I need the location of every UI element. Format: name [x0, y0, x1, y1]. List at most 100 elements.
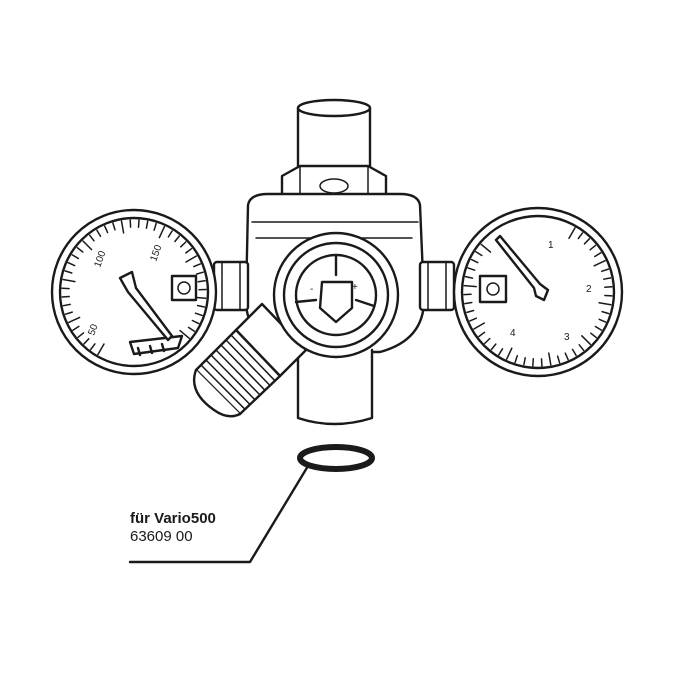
gauge-tick	[153, 222, 157, 231]
left-gauge-label-50: 50	[86, 322, 100, 337]
gauge-tick	[89, 343, 96, 351]
gauge-tick	[120, 220, 125, 234]
minus-symbol: -	[310, 284, 313, 295]
left-gauge-ticks	[61, 219, 207, 356]
gauge-tick	[64, 270, 73, 274]
gauge-tick	[185, 247, 193, 254]
knurl-line	[235, 329, 281, 377]
gauge-tick	[469, 317, 478, 322]
knurl-line	[215, 349, 261, 396]
right-gauge-label-3: 3	[564, 332, 570, 343]
adjustment-window: - +	[272, 231, 400, 359]
gauge-tick	[64, 311, 73, 315]
gauge-tick	[82, 240, 93, 251]
gauge-tick	[97, 343, 105, 356]
left-connector	[212, 260, 250, 312]
right-gauge-emblem-icon	[478, 274, 508, 304]
gauge-tick	[594, 325, 603, 331]
gauge-tick	[88, 234, 95, 242]
right-pressure-gauge: 1 2 3 4	[452, 206, 624, 378]
leader-line-icon	[128, 464, 310, 564]
gauge-tick	[96, 229, 102, 238]
gauge-tick	[62, 303, 71, 307]
gauge-tick	[480, 243, 492, 253]
gauge-tick	[601, 310, 610, 315]
gauge-tick	[167, 230, 173, 238]
gauge-tick	[137, 219, 140, 228]
gauge-tick	[196, 304, 206, 308]
right-gauge-label-2: 2	[586, 284, 592, 295]
gauge-tick	[568, 227, 576, 240]
gauge-tick	[564, 352, 569, 361]
gauge-tick	[578, 344, 585, 352]
gauge-tick	[158, 225, 166, 239]
gauge-tick	[464, 301, 473, 305]
top-inlet-pipe	[296, 98, 372, 177]
gauge-tick	[604, 286, 613, 289]
gauge-tick	[180, 241, 187, 248]
gauge-tick	[598, 302, 612, 306]
gauge-tick	[145, 220, 149, 229]
gauge-tick	[478, 331, 486, 338]
gauge-tick	[466, 309, 475, 314]
gauge-tick	[484, 337, 491, 345]
gauge-tick	[67, 316, 81, 324]
gauge-tick	[62, 278, 76, 283]
gauge-tick	[193, 263, 202, 268]
gauge-tick	[473, 322, 486, 330]
gauge-tick	[532, 358, 535, 367]
gauge-tick	[112, 222, 116, 231]
gauge-tick	[463, 284, 477, 288]
knurl-line	[230, 334, 276, 382]
gauge-tick	[490, 343, 497, 351]
hex-nut	[280, 164, 388, 198]
knurl-line	[200, 364, 246, 411]
gauge-tick	[598, 318, 607, 323]
gauge-tick	[548, 352, 552, 366]
gauge-tick	[77, 332, 85, 339]
gauge-tick	[589, 244, 597, 251]
gauge-tick	[577, 232, 584, 240]
gauge-tick	[594, 252, 602, 258]
gauge-tick	[103, 225, 109, 234]
gauge-tick	[61, 295, 70, 298]
right-gauge-label-4: 4	[510, 328, 516, 339]
gauge-tick	[76, 246, 84, 253]
o-ring-seal-icon	[297, 444, 375, 472]
left-gauge-emblem-icon	[170, 274, 198, 302]
gauge-tick	[464, 275, 474, 279]
gauge-tick	[556, 355, 561, 364]
gauge-tick	[67, 261, 76, 267]
gauge-tick	[590, 332, 598, 339]
gauge-tick	[467, 267, 476, 271]
gauge-tick	[72, 325, 80, 331]
part-number: 63609 00	[130, 528, 193, 545]
gauge-tick	[523, 357, 526, 366]
gauge-tick	[581, 335, 592, 346]
gauge-tick	[505, 347, 513, 360]
gauge-tick	[185, 255, 198, 263]
gauge-tick	[174, 235, 181, 243]
right-gauge-label-1: 1	[548, 240, 554, 251]
gauge-tick	[470, 258, 479, 264]
left-gauge-needle	[118, 270, 174, 342]
part-title: für Vario500	[130, 510, 216, 527]
right-connector	[418, 260, 456, 312]
knurled-fitting	[192, 302, 308, 418]
gauge-tick	[197, 279, 206, 283]
knurl-line	[220, 344, 266, 392]
left-pressure-gauge: 50 100 150	[50, 208, 218, 376]
right-gauge-needle	[494, 234, 550, 302]
knurl-line	[225, 339, 271, 387]
gauge-tick	[187, 326, 196, 332]
gauge-tick	[195, 271, 204, 275]
gauge-tick	[191, 319, 200, 325]
gauge-tick	[583, 238, 591, 245]
gauge-tick	[593, 259, 606, 267]
gauge-tick	[194, 312, 203, 317]
gauge-tick	[83, 338, 90, 345]
knurl-line	[205, 359, 251, 406]
plus-symbol: +	[352, 282, 358, 293]
gauge-tick	[71, 254, 80, 260]
